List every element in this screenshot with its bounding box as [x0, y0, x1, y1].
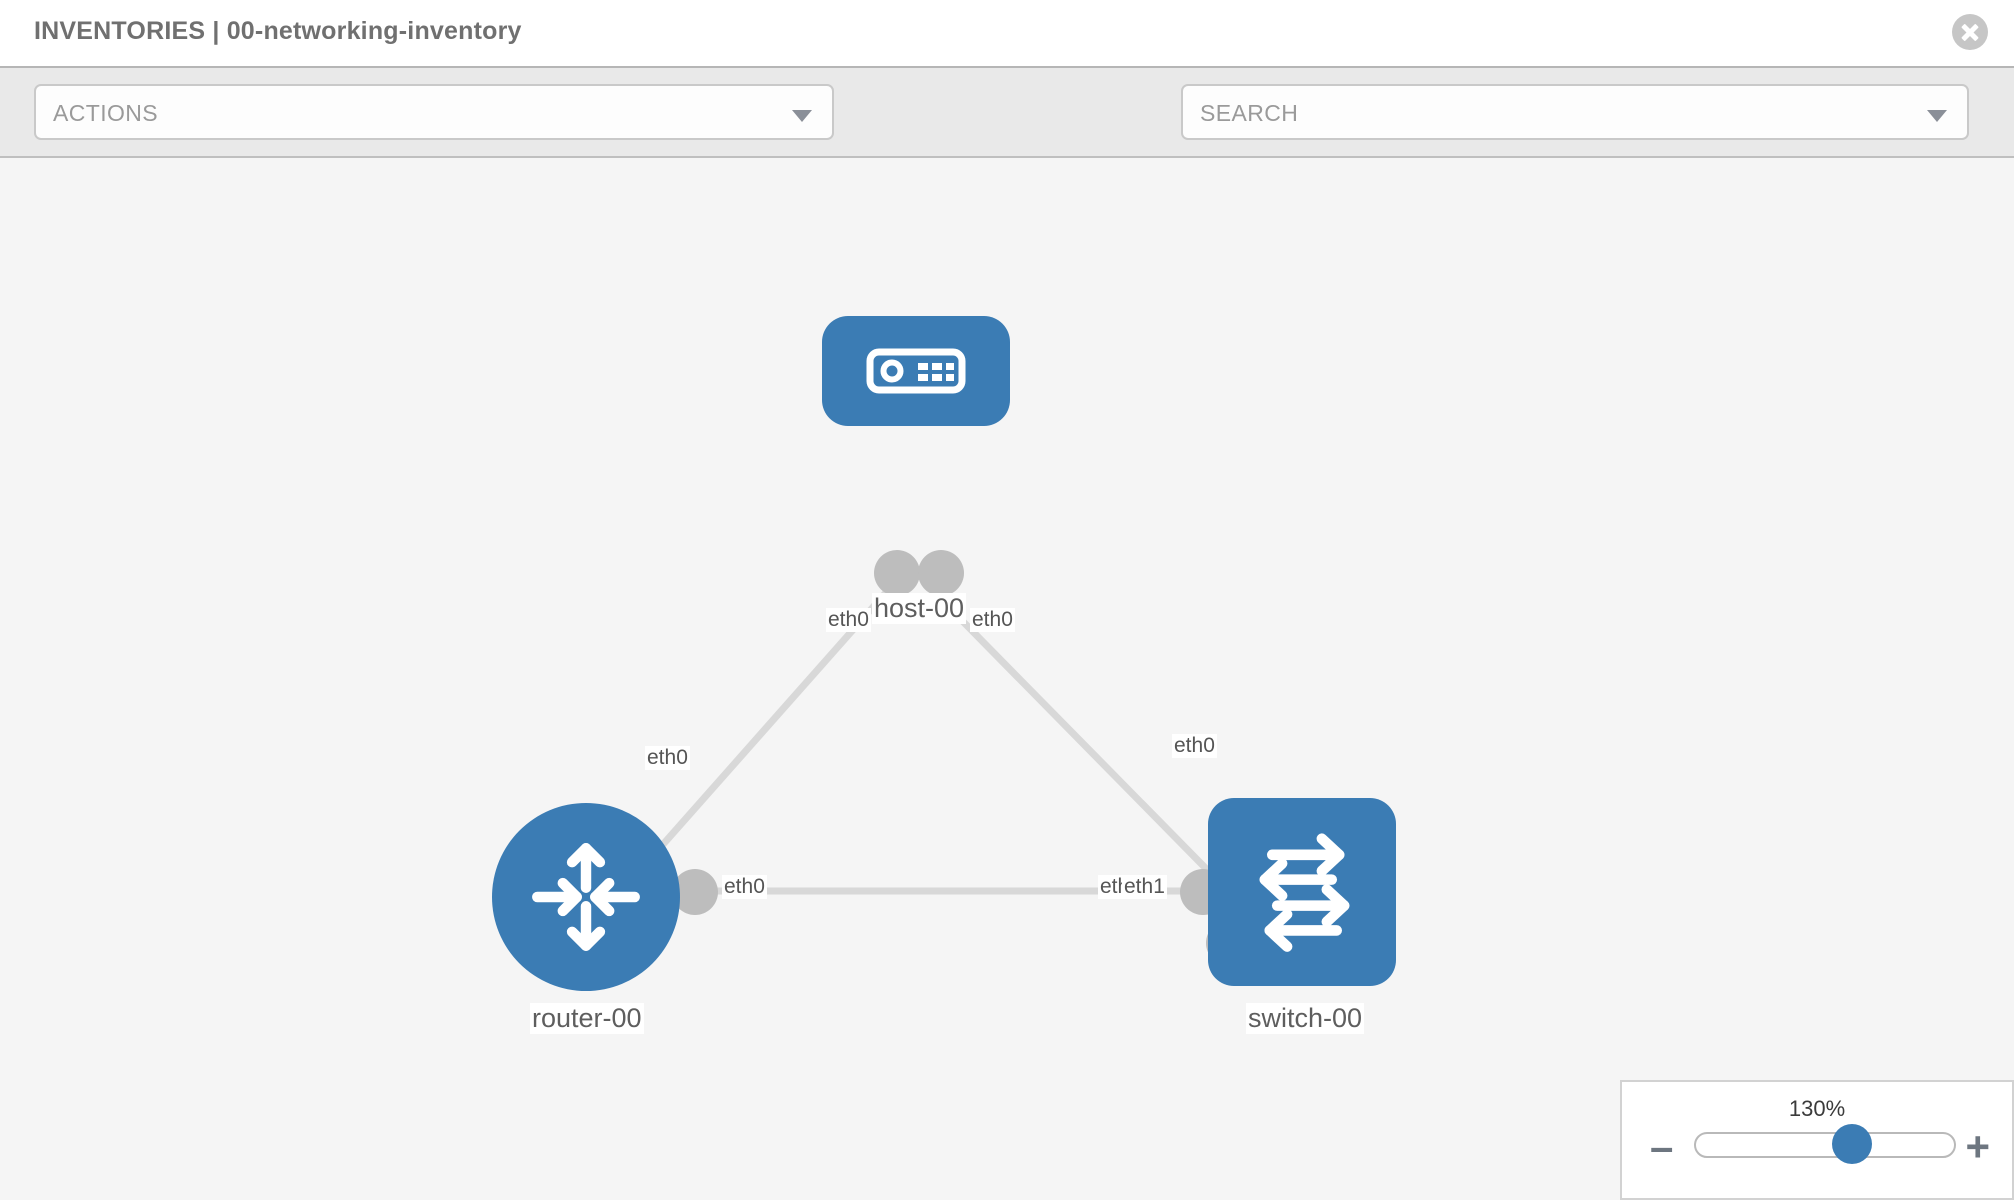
node-label-router-00: router-00	[530, 1003, 644, 1034]
zoom-slider-track[interactable]	[1694, 1132, 1956, 1158]
zoom-in-button[interactable]: +	[1965, 1123, 1990, 1170]
iface-label-switch-left-b: eth1	[1122, 875, 1167, 899]
node-switch-00-shape	[1208, 798, 1396, 986]
router-arrows-icon	[528, 839, 644, 960]
zoom-slider-thumb[interactable]	[1831, 1124, 1872, 1164]
topology-links	[617, 585, 1233, 896]
iface-label-host-right: eth0	[970, 608, 1015, 632]
node-host-00-shape	[822, 316, 1010, 426]
close-icon[interactable]	[1952, 14, 1988, 50]
iface-label-host-left: eth0	[826, 608, 871, 632]
node-label-switch-00: switch-00	[1246, 1003, 1365, 1034]
iface-label-switch-up: eth0	[1172, 734, 1217, 758]
page-title: INVENTORIES | 00-networking-inventory	[34, 17, 522, 45]
endpoint-host-right	[918, 550, 964, 596]
zoom-out-button[interactable]: –	[1650, 1123, 1674, 1170]
toolbar: ACTIONS SEARCH	[0, 68, 2014, 201]
actions-dropdown-label: ACTIONS	[53, 100, 159, 126]
node-router-00-shape	[492, 803, 680, 991]
actions-dropdown[interactable]: ACTIONS	[34, 84, 834, 140]
title-bar: INVENTORIES | 00-networking-inventory	[0, 0, 2014, 68]
switch-arrows-icon	[1240, 830, 1364, 959]
node-label-host-00: host-00	[872, 593, 967, 624]
iface-label-router-right: eth0	[722, 875, 767, 899]
search-input[interactable]: SEARCH	[1181, 84, 1969, 140]
topology-canvas[interactable]: eth0 host-00 eth0	[0, 158, 2014, 1200]
endpoint-host-left	[874, 550, 920, 596]
zoom-control-panel: 130% – +	[1620, 1080, 2014, 1200]
server-icon	[866, 342, 966, 405]
search-placeholder: SEARCH	[1200, 100, 1299, 126]
iface-label-router-up: eth0	[645, 746, 690, 770]
chevron-down-icon[interactable]	[1927, 110, 1947, 122]
chevron-down-icon	[792, 110, 812, 122]
zoom-level-value: 130%	[1788, 1096, 1846, 1121]
